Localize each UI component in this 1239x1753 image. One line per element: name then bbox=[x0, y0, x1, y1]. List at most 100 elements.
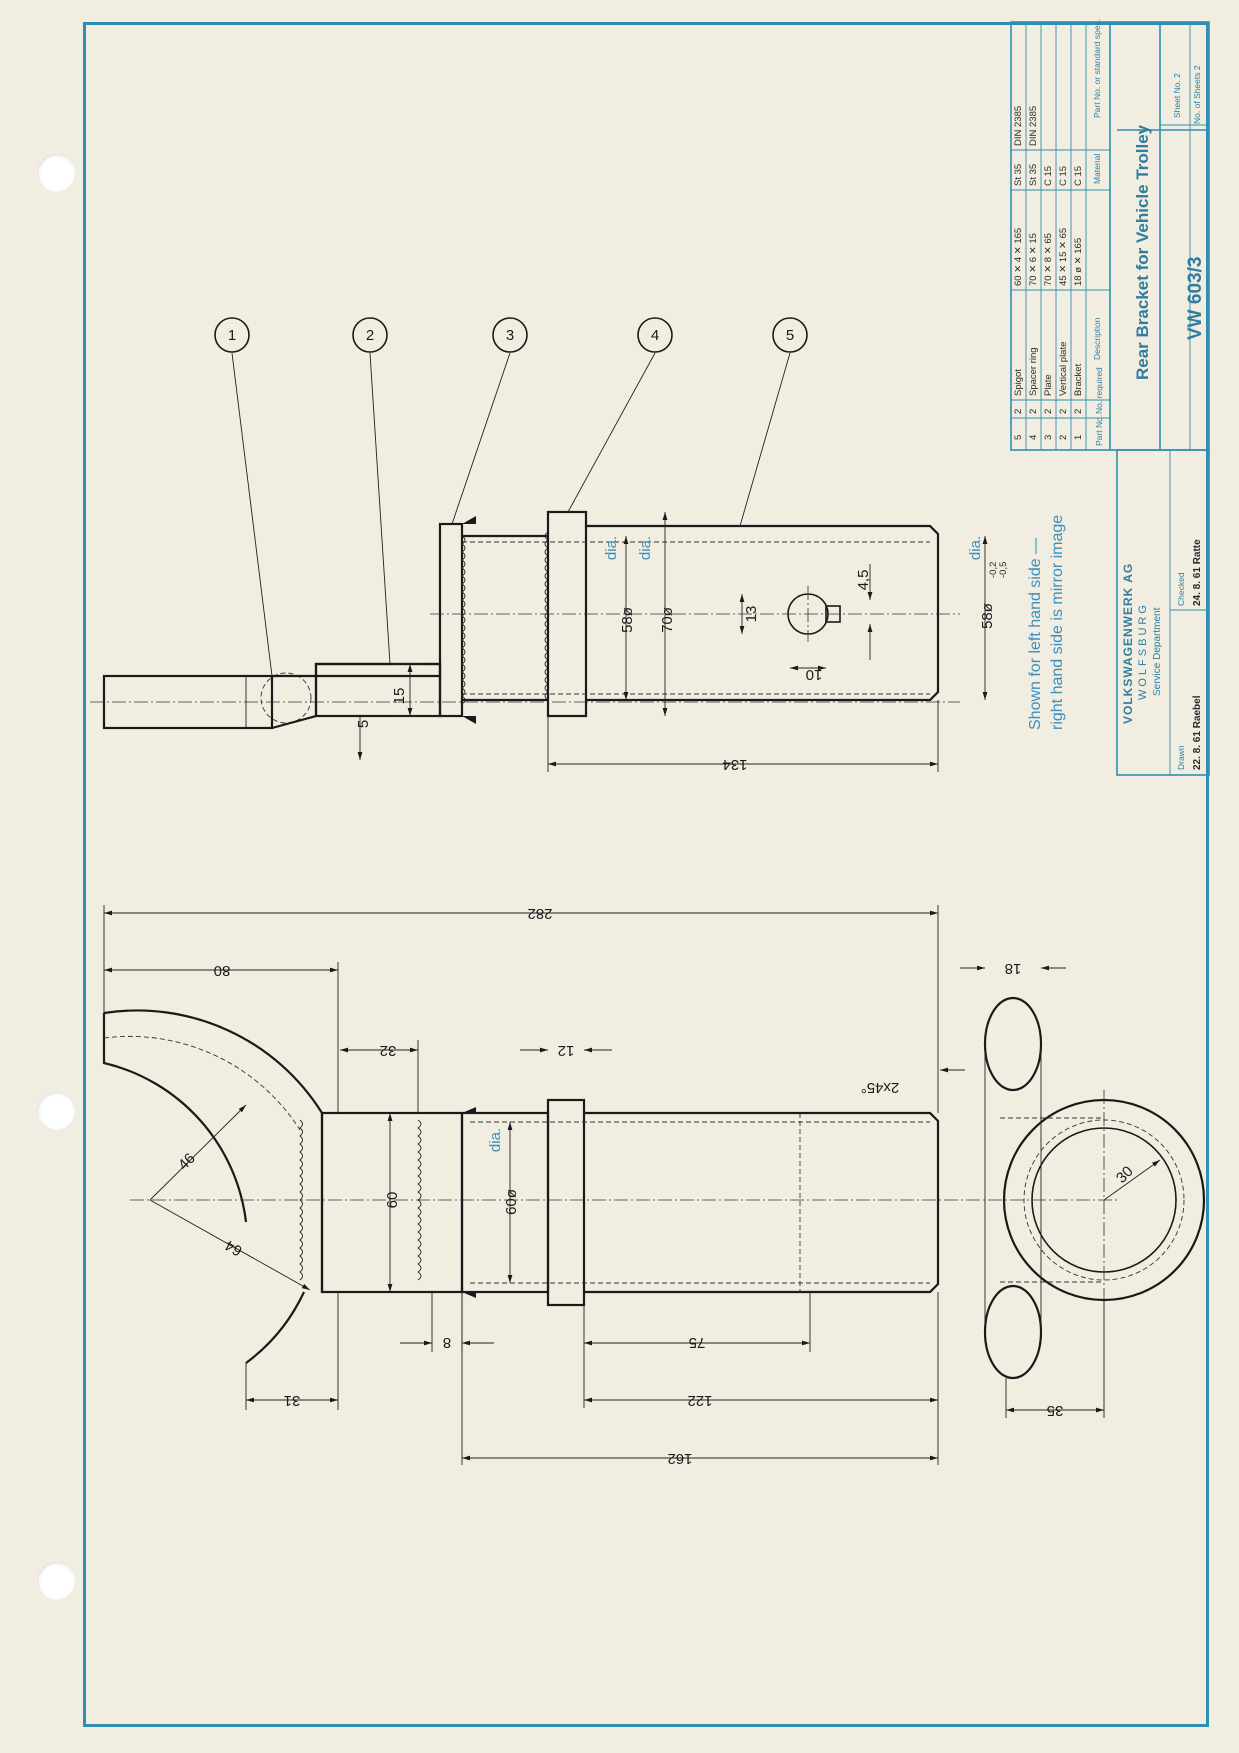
drawn-value: 22. 8. 61 Raebel bbox=[1192, 695, 1203, 770]
dim-5: 5 bbox=[355, 720, 372, 728]
vertical-plate bbox=[314, 662, 442, 718]
checked-label: Checked bbox=[1176, 572, 1186, 606]
upper-view bbox=[90, 510, 960, 730]
svg-text:2: 2 bbox=[1028, 409, 1039, 414]
svg-text:2: 2 bbox=[1043, 409, 1054, 414]
svg-text:45 ✕ 15 ✕ 65: 45 ✕ 15 ✕ 65 bbox=[1058, 228, 1069, 286]
dim-4-5: 4,5 bbox=[855, 570, 872, 591]
checked-value: 24. 8. 61 Ratte bbox=[1192, 539, 1203, 606]
dim-35: 35 bbox=[1047, 1402, 1064, 1419]
dim-60: 60 bbox=[384, 1192, 401, 1209]
svg-text:DIN 2385: DIN 2385 bbox=[1013, 106, 1024, 146]
svg-text:St 35: St 35 bbox=[1028, 164, 1039, 186]
dia-label-1: dia. bbox=[603, 536, 620, 560]
tol-upper: -0,2 bbox=[988, 562, 999, 578]
parts-row-2: 2 2 Vertical plate 45 ✕ 15 ✕ 65 C 15 bbox=[1058, 166, 1069, 440]
svg-text:18 ø ✕ 165: 18 ø ✕ 165 bbox=[1073, 238, 1084, 286]
punch-hole-bottom bbox=[37, 1562, 75, 1600]
svg-text:2: 2 bbox=[1073, 409, 1084, 414]
svg-text:2: 2 bbox=[1013, 409, 1024, 414]
balloon-5-label: 5 bbox=[786, 327, 794, 344]
dim-8: 8 bbox=[443, 1334, 451, 1351]
svg-text:5: 5 bbox=[1013, 435, 1024, 440]
dim-chamfer: 2x45° bbox=[861, 1079, 900, 1096]
lower-view bbox=[102, 996, 1206, 1380]
dim-12: 12 bbox=[558, 1042, 575, 1059]
spigot-lower bbox=[584, 1111, 940, 1294]
dim-58-tol: 58ø bbox=[979, 603, 996, 629]
no-of-sheets: No. of Sheets 2 bbox=[1192, 65, 1202, 124]
header-part-no: Part No. bbox=[1094, 415, 1104, 446]
lower-view-dimensions: 282 80 18 32 12 2x45° 46 64 60 60ø dia. … bbox=[103, 905, 1161, 1467]
balloon-1 bbox=[214, 317, 250, 353]
rod-end-bottom bbox=[983, 1284, 1043, 1380]
punch-hole-middle bbox=[37, 1092, 75, 1130]
drawn-label: Drawn bbox=[1176, 745, 1186, 770]
header-description: Description bbox=[1092, 317, 1102, 360]
balloon-2-label: 2 bbox=[366, 327, 374, 344]
dia-label-4: dia. bbox=[487, 1128, 504, 1152]
tol-lower: -0,5 bbox=[998, 562, 1009, 578]
svg-text:3: 3 bbox=[1043, 435, 1054, 440]
dim-134: 134 bbox=[722, 756, 747, 773]
dim-13: 13 bbox=[743, 606, 760, 623]
company-box bbox=[1116, 449, 1210, 776]
header-no-required: No. required bbox=[1094, 367, 1104, 414]
drawing-title: Rear Bracket for Vehicle Trolley bbox=[1133, 124, 1152, 380]
parts-row-1: 1 2 Bracket 18 ø ✕ 165 C 15 bbox=[1073, 166, 1084, 440]
svg-text:Spacer ring: Spacer ring bbox=[1028, 347, 1039, 396]
drawing-border bbox=[83, 22, 1209, 1727]
drawing-number: VW 603/3 bbox=[1185, 257, 1206, 340]
parts-row-3: 3 2 Plate 70 ✕ 8 ✕ 65 C 15 bbox=[1043, 166, 1054, 440]
upper-view-dimensions: 134 15 5 58ø dia. 70ø dia. 13 4,5 10 58ø… bbox=[355, 512, 1009, 773]
balloon-1-label: 1 bbox=[228, 327, 236, 344]
dim-10: 10 bbox=[806, 666, 823, 683]
svg-text:70 ✕ 6 ✕ 15: 70 ✕ 6 ✕ 15 bbox=[1028, 233, 1039, 286]
balloon-2 bbox=[352, 317, 388, 353]
svg-text:C 15: C 15 bbox=[1073, 166, 1084, 186]
mirror-note: Shown for left hand side — right hand si… bbox=[1027, 515, 1066, 730]
dim-58: 58ø bbox=[619, 607, 636, 633]
svg-text:DIN 2385: DIN 2385 bbox=[1028, 106, 1039, 146]
dim-162: 162 bbox=[667, 1450, 692, 1467]
balloons: 1 2 3 4 5 bbox=[214, 317, 808, 677]
plate bbox=[438, 522, 464, 718]
bracket-hook-outer bbox=[103, 1009, 324, 1292]
note-line-1: Shown for left hand side — bbox=[1027, 538, 1044, 730]
sheet-no: Sheet No. 2 bbox=[1172, 73, 1182, 118]
dim-70: 70ø bbox=[659, 607, 676, 633]
svg-text:C 15: C 15 bbox=[1058, 166, 1069, 186]
dia-label-3: dia. bbox=[967, 536, 984, 560]
spacer-ring-lower bbox=[546, 1098, 586, 1307]
balloon-4-label: 4 bbox=[651, 327, 659, 344]
svg-text:2: 2 bbox=[1058, 409, 1069, 414]
svg-text:60 ✕ 4 ✕ 165: 60 ✕ 4 ✕ 165 bbox=[1013, 228, 1024, 286]
dim-282: 282 bbox=[527, 905, 552, 922]
balloon-3-label: 3 bbox=[506, 327, 514, 344]
svg-text:Plate: Plate bbox=[1043, 374, 1054, 396]
dim-46: 46 bbox=[175, 1150, 199, 1174]
bracket-hook-inner bbox=[102, 1013, 248, 1223]
dim-31: 31 bbox=[284, 1392, 301, 1409]
weld-seam bbox=[461, 535, 466, 705]
dim-60-dia: 60ø bbox=[503, 1189, 520, 1215]
balloon-5 bbox=[772, 317, 808, 353]
dim-18: 18 bbox=[1005, 960, 1022, 977]
parts-row-4: 4 2 Spacer ring 70 ✕ 6 ✕ 15 St 35 DIN 23… bbox=[1028, 106, 1039, 440]
spigot bbox=[586, 524, 940, 702]
header-material: Material bbox=[1092, 154, 1102, 184]
note-line-2: right hand side is mirror image bbox=[1049, 515, 1066, 730]
svg-text:1: 1 bbox=[1073, 435, 1084, 440]
company-city: WOLFSBURG bbox=[1137, 602, 1149, 700]
svg-text:70 ✕ 8 ✕ 65: 70 ✕ 8 ✕ 65 bbox=[1043, 233, 1054, 286]
dim-64: 64 bbox=[222, 1236, 245, 1259]
dim-30: 30 bbox=[1113, 1163, 1137, 1187]
svg-text:C 15: C 15 bbox=[1043, 166, 1054, 186]
dim-122: 122 bbox=[687, 1392, 712, 1409]
dim-15: 15 bbox=[391, 688, 408, 705]
dia-label-2: dia. bbox=[637, 536, 654, 560]
rod-section-hidden bbox=[260, 672, 312, 724]
svg-text:Spigot: Spigot bbox=[1013, 369, 1024, 396]
header-spec: Part No. or standard spec. bbox=[1092, 19, 1102, 118]
company-name: VOLKSWAGENWERK AG bbox=[1121, 563, 1135, 724]
